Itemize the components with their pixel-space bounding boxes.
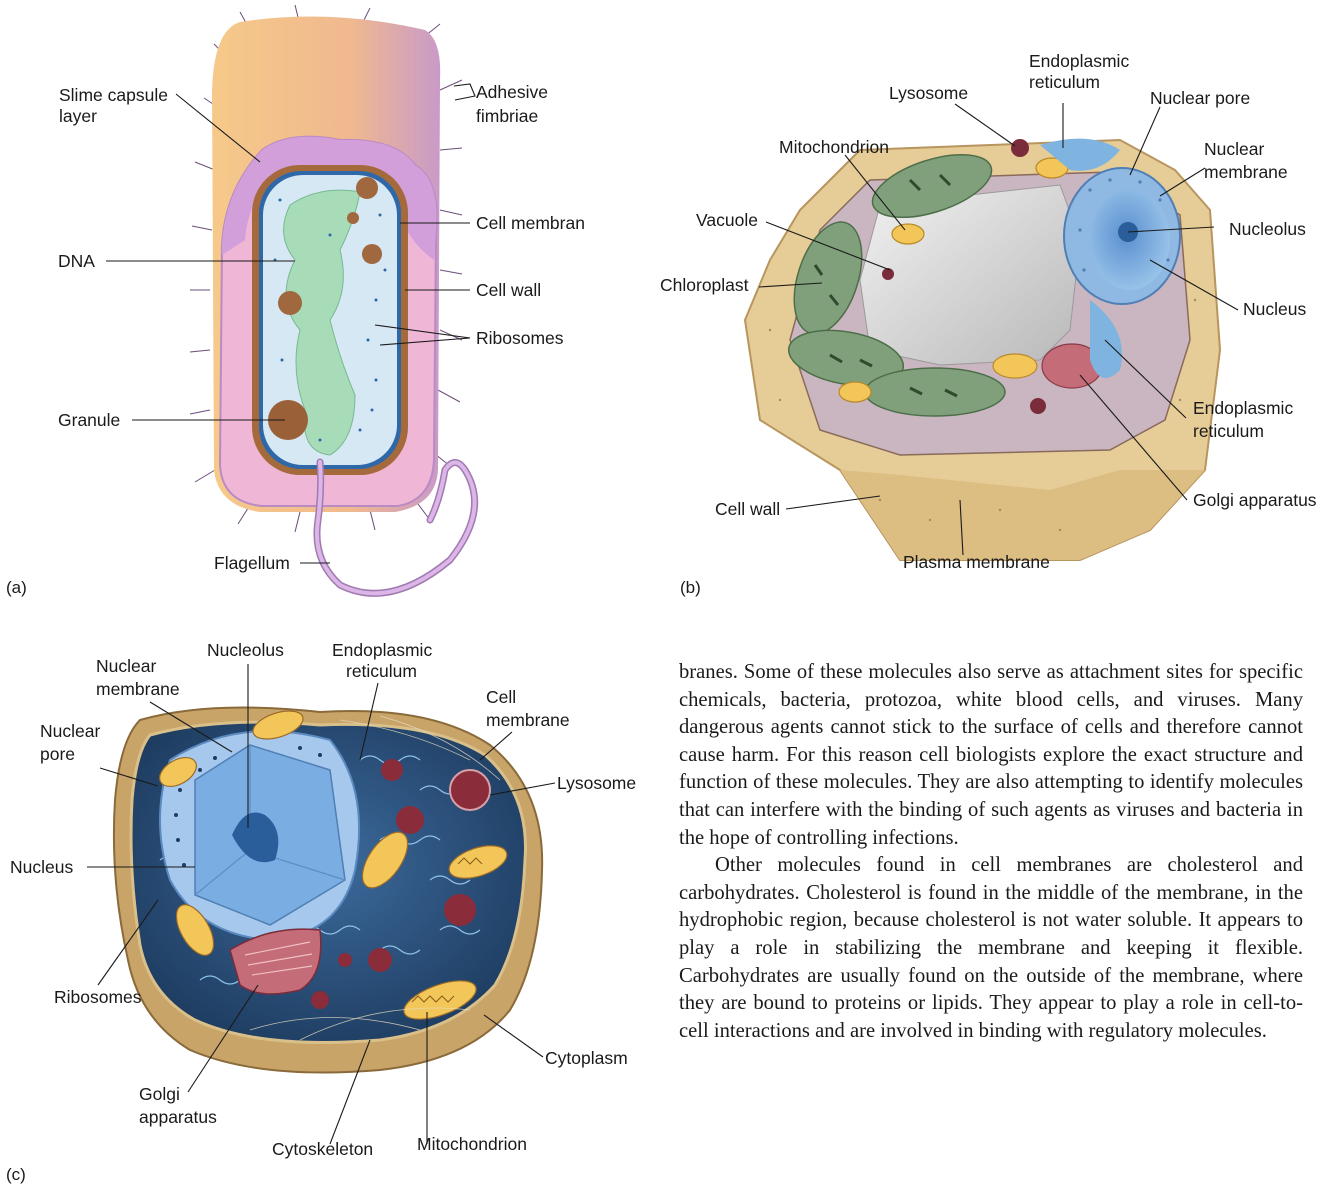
bacterium-illustration bbox=[190, 5, 475, 593]
label-cytoskeleton: Cytoskeleton bbox=[272, 1139, 373, 1159]
mitochondrion-b-3 bbox=[993, 354, 1037, 378]
label-er-b-top-1: Endoplasmic bbox=[1029, 51, 1129, 71]
body-paragraph-2: Other molecules found in cell membranes … bbox=[679, 852, 1303, 1045]
label-slime-capsule-2: layer bbox=[59, 106, 97, 126]
label-vacuole: Vacuole bbox=[696, 210, 758, 230]
label-cell-wall-a: Cell wall bbox=[476, 280, 541, 300]
label-lysosome-b: Lysosome bbox=[889, 83, 968, 103]
label-slime-capsule-1: Slime capsule bbox=[59, 85, 168, 105]
chloroplast-4 bbox=[865, 368, 1005, 416]
lysosome-c-1 bbox=[381, 759, 403, 781]
lysosome-b-3 bbox=[1030, 398, 1046, 414]
label-golgi-c-1: Golgi bbox=[139, 1084, 180, 1104]
granule-1 bbox=[356, 177, 378, 199]
label-nuclear-pore-c-2: pore bbox=[40, 744, 75, 764]
label-dna: DNA bbox=[58, 251, 95, 271]
label-nuclear-membrane-c-2: membrane bbox=[96, 679, 180, 699]
label-er-c-2: reticulum bbox=[346, 661, 417, 681]
label-nuclear-pore-b: Nuclear pore bbox=[1150, 88, 1250, 108]
label-flagellum: Flagellum bbox=[214, 553, 290, 573]
lysosome-c-6 bbox=[311, 991, 329, 1009]
label-adhesive-fimbriae-2: fimbriae bbox=[476, 106, 538, 126]
label-mitochondrion-c: Mitochondrion bbox=[417, 1134, 527, 1154]
label-golgi-b: Golgi apparatus bbox=[1193, 490, 1317, 510]
label-lysosome-c: Lysosome bbox=[557, 773, 636, 793]
lysosome-c-7 bbox=[338, 953, 352, 967]
label-nuclear-membrane-b-1: Nuclear bbox=[1204, 139, 1264, 159]
label-granule: Granule bbox=[58, 410, 120, 430]
label-cell-wall-b: Cell wall bbox=[715, 499, 780, 519]
animal-cell-illustration bbox=[114, 706, 542, 1073]
body-text-column: branes. Some of these molecules also ser… bbox=[679, 659, 1303, 1045]
label-cell-membrane-a: Cell membran bbox=[476, 213, 585, 233]
label-er-b-top-2: reticulum bbox=[1029, 72, 1100, 92]
granule-3 bbox=[362, 244, 382, 264]
label-ribosomes-a: Ribosomes bbox=[476, 328, 564, 348]
label-er-b-bottom-2: reticulum bbox=[1193, 421, 1264, 441]
body-paragraph-1: branes. Some of these molecules also ser… bbox=[679, 659, 1303, 852]
label-nuclear-pore-c-1: Nuclear bbox=[40, 721, 100, 741]
label-nucleolus-c: Nucleolus bbox=[207, 640, 284, 660]
label-cell-membrane-c-2: membrane bbox=[486, 710, 570, 730]
label-mitochondrion-b: Mitochondrion bbox=[779, 137, 889, 157]
label-er-b-bottom-1: Endoplasmic bbox=[1193, 398, 1293, 418]
label-nuclear-membrane-c-1: Nuclear bbox=[96, 656, 156, 676]
label-nucleus-c: Nucleus bbox=[10, 857, 73, 877]
label-chloroplast: Chloroplast bbox=[660, 275, 749, 295]
panel-c-tag: (c) bbox=[6, 1165, 26, 1184]
label-nucleolus-b: Nucleolus bbox=[1229, 219, 1306, 239]
plant-cell-illustration bbox=[745, 139, 1220, 560]
lysosome-c-4 bbox=[444, 894, 476, 926]
granule-4 bbox=[278, 291, 302, 315]
label-nuclear-membrane-b-2: membrane bbox=[1204, 162, 1288, 182]
mitochondrion-b-4 bbox=[839, 382, 871, 402]
label-nucleus-b: Nucleus bbox=[1243, 299, 1306, 319]
label-adhesive-fimbriae-1: Adhesive bbox=[476, 82, 548, 102]
label-golgi-c-2: apparatus bbox=[139, 1107, 217, 1127]
panel-a-tag: (a) bbox=[6, 578, 27, 597]
label-ribosomes-c: Ribosomes bbox=[54, 987, 142, 1007]
panel-b-tag: (b) bbox=[680, 578, 701, 597]
label-er-c-1: Endoplasmic bbox=[332, 640, 432, 660]
label-cytoplasm: Cytoplasm bbox=[545, 1048, 628, 1068]
label-plasma-membrane: Plasma membrane bbox=[903, 552, 1050, 572]
lysosome-c-2 bbox=[450, 770, 490, 810]
lysosome-c-3 bbox=[396, 806, 424, 834]
granule-2 bbox=[347, 212, 359, 224]
lysosome-c-5 bbox=[368, 948, 392, 972]
mitochondrion-b-1 bbox=[892, 224, 924, 244]
lysosome-b-1 bbox=[1011, 139, 1029, 157]
label-cell-membrane-c-1: Cell bbox=[486, 687, 516, 707]
